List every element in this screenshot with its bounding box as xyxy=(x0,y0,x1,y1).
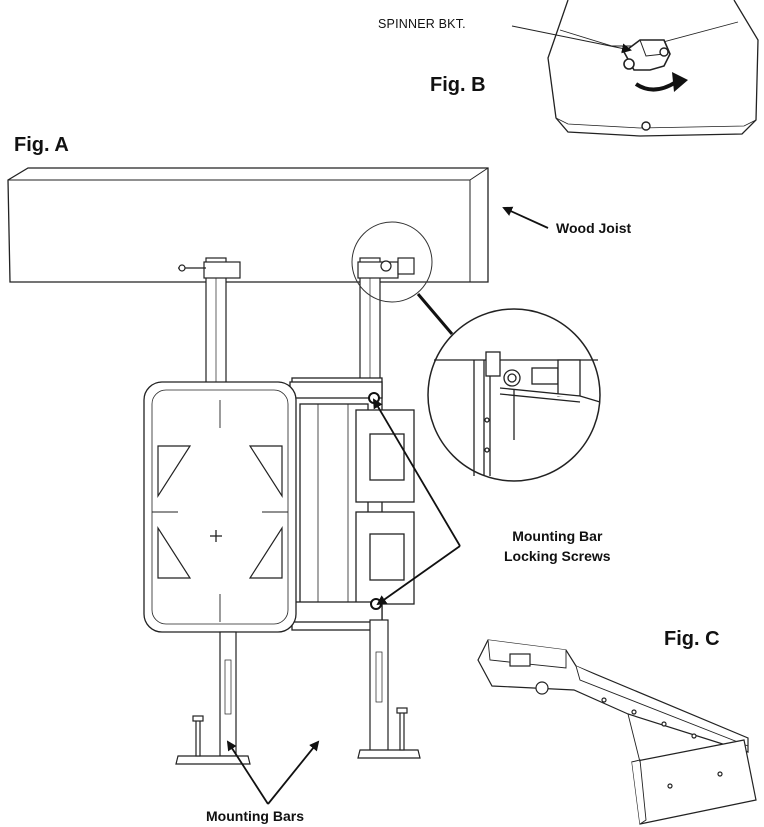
fig-b-title: Fig. B xyxy=(430,74,486,96)
lower-mounting-bars xyxy=(175,619,421,765)
locking-screws-label: Mounting Bar Locking Screws xyxy=(504,526,611,566)
locking-screw-arrow-bottom xyxy=(376,545,461,606)
mounting-bars-arrow-left xyxy=(226,740,269,805)
locking-screws-label-line1: Mounting Bar xyxy=(512,528,603,544)
fig-a-title: Fig. A xyxy=(14,134,69,156)
wood-joist-arrow xyxy=(502,206,549,229)
magnified-detail-circle xyxy=(427,308,601,482)
spinner-bracket-label: SPINNER BKT. xyxy=(378,17,466,31)
upper-mounting-bars xyxy=(178,257,415,395)
locking-screw-arrow-top xyxy=(372,398,461,547)
fig-c-bracket-drawing xyxy=(477,639,757,825)
wood-joist-drawing xyxy=(7,167,489,283)
fig-b-panel-drawing xyxy=(547,0,759,137)
mounting-bars-arrow-right xyxy=(267,740,320,805)
locking-screws-label-line2: Locking Screws xyxy=(504,548,611,564)
wood-joist-label: Wood Joist xyxy=(556,220,632,236)
spinner-bracket-leader xyxy=(511,25,632,54)
fig-c-title: Fig. C xyxy=(664,628,720,650)
detail-leader xyxy=(416,293,454,335)
detail-source-circle xyxy=(351,221,433,303)
mounting-bars-label: Mounting Bars xyxy=(206,808,304,824)
speaker-enclosure xyxy=(143,377,415,633)
